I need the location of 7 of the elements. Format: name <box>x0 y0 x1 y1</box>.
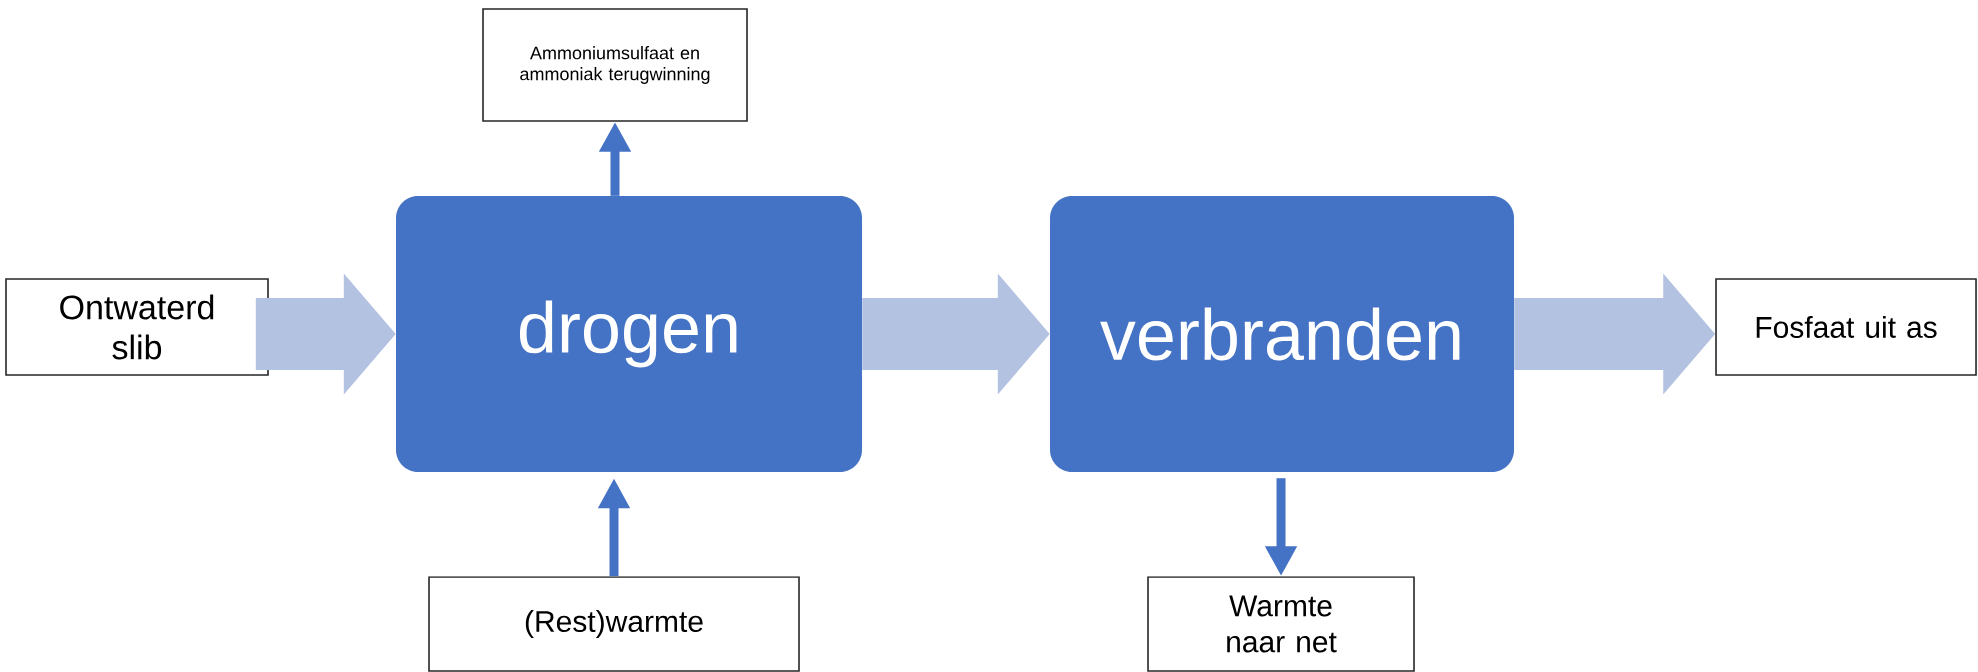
text-box: Warmte naar net <box>1147 576 1415 672</box>
process-box: drogen <box>396 196 862 472</box>
process-box: verbranden <box>1050 196 1514 472</box>
text-box: Ammoniumsulfaat en ammoniak terugwinning <box>482 8 748 122</box>
text-box: Fosfaat uit as <box>1715 278 1977 376</box>
text-box: (Rest)warmte <box>428 576 800 672</box>
text-box: Ontwaterd slib <box>5 278 269 376</box>
